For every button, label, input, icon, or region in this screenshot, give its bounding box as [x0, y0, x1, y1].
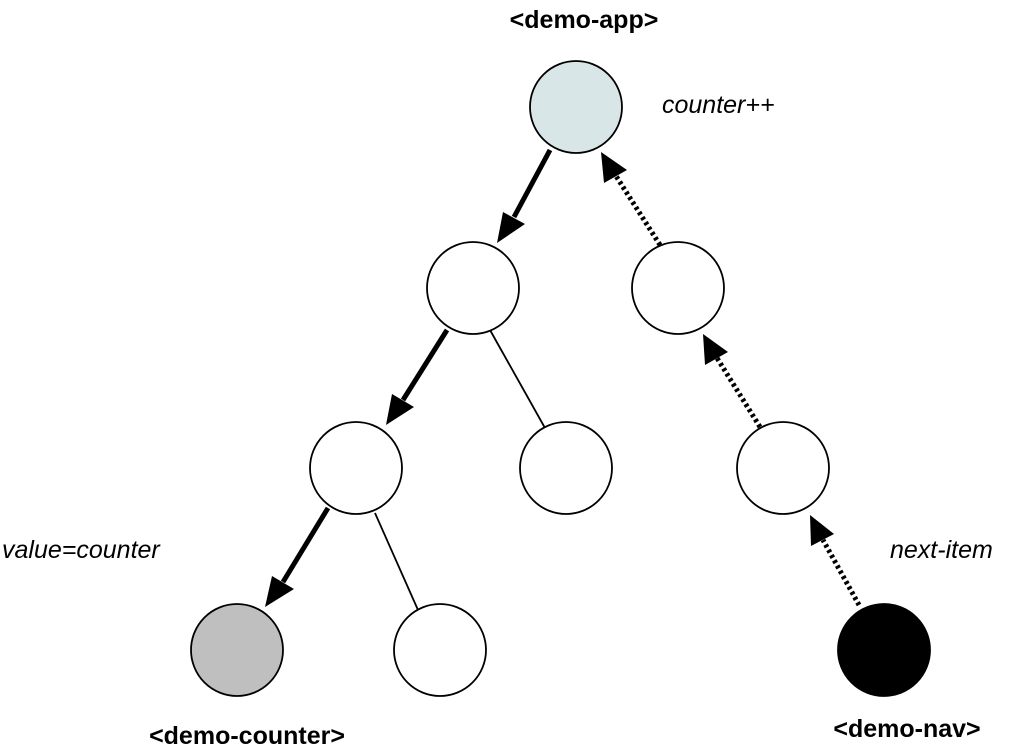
binding-annotation: value=counter [2, 536, 161, 564]
node-root-demo-app [529, 60, 623, 154]
node-level2-right [736, 421, 830, 515]
data-flow-arrow-2 [386, 328, 450, 425]
node-demo-counter [190, 603, 284, 697]
event-annotation: next-item [890, 536, 993, 564]
counter-label: <demo-counter> [149, 722, 345, 750]
node-level2-middle [519, 421, 613, 515]
node-level3-middle [393, 603, 487, 697]
node-level2-left [309, 421, 403, 515]
node-demo-nav [837, 603, 931, 697]
node-level1-right [631, 241, 725, 335]
event-flow-arrow-1 [810, 515, 862, 607]
event-flow-arrow-2 [703, 334, 763, 429]
data-flow-arrow-1 [497, 148, 553, 243]
nav-label: <demo-nav> [833, 715, 980, 743]
data-flow-arrow-3 [265, 506, 331, 607]
root-label: <demo-app> [510, 6, 659, 34]
edge-leftmid-to-bottom-right [374, 512, 419, 611]
edge-left-to-mid-right [489, 329, 546, 429]
node-level1-left [426, 241, 520, 335]
event-flow-arrow-3 [601, 152, 663, 247]
root-action-annotation: counter++ [662, 91, 775, 119]
